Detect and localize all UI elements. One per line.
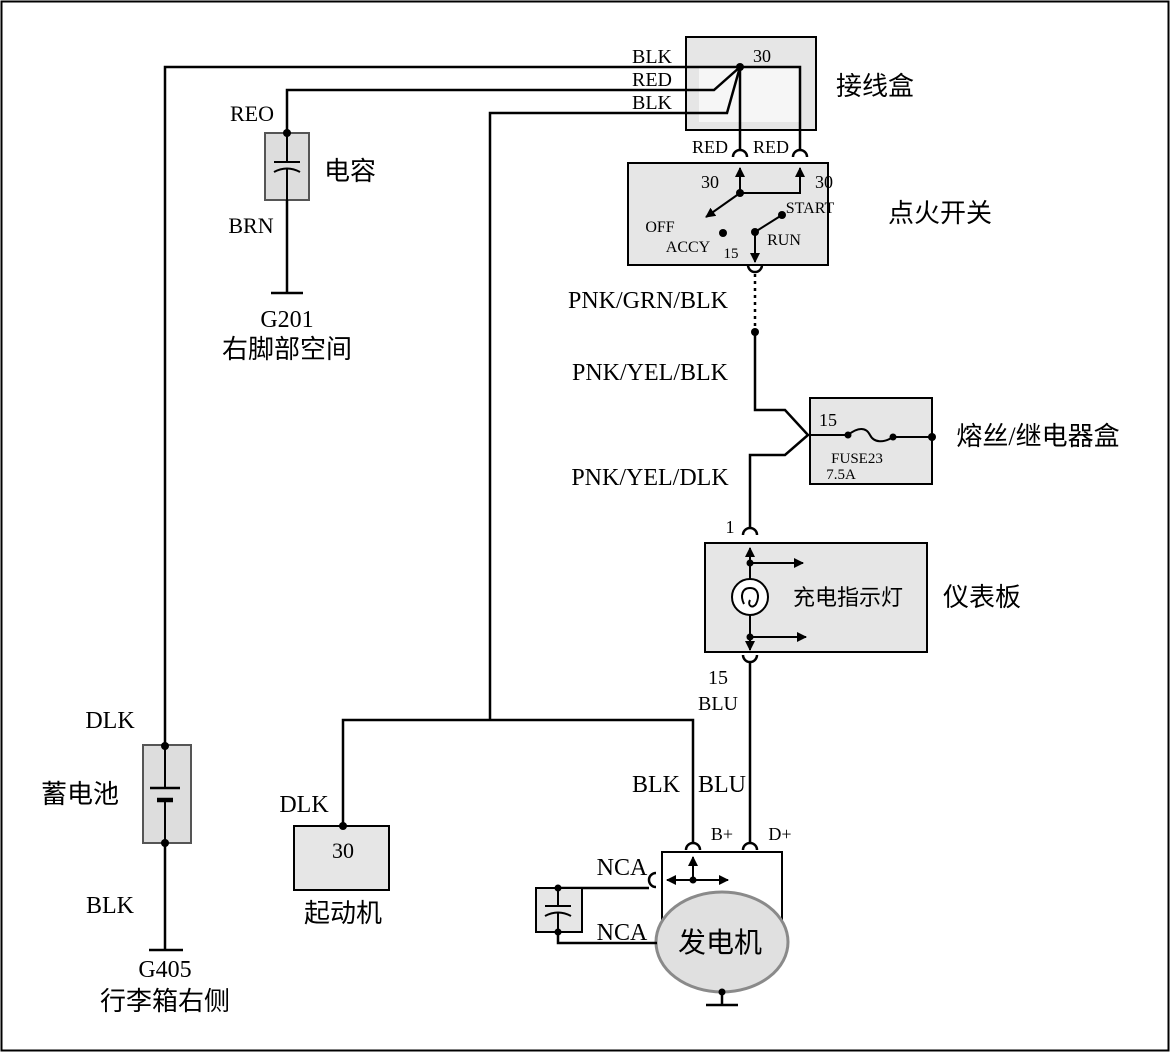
starter-wire-label: DLK — [279, 792, 329, 818]
gen-nca-2-label: NCA — [597, 920, 648, 946]
wire-ign-out-1-label: PNK/GRN/BLK — [568, 288, 729, 314]
ign-pin-out-label: 15 — [724, 246, 739, 262]
battery-outline — [142, 744, 192, 844]
nca-capacitor — [535, 884, 583, 936]
ground-g405-location: 行李箱右侧 — [100, 987, 230, 1016]
battery-node-top — [161, 742, 169, 750]
fuse-pin-label: 15 — [819, 410, 837, 430]
connector-ign-right — [791, 148, 809, 158]
instrument-panel — [704, 542, 928, 653]
junction-in-wire-1-label: BLK — [632, 46, 673, 68]
capacitor — [264, 129, 310, 201]
fuse-icon — [847, 428, 894, 443]
connector-b-plus — [684, 841, 702, 851]
battery-wire-top-label: DLK — [85, 708, 135, 734]
junction-out-wire-1-label: RED — [692, 137, 728, 157]
capacitor-wire-bottom-label: BRN — [228, 213, 273, 238]
starter-pin-label: 30 — [332, 838, 354, 863]
nca-cap-node-top — [554, 884, 562, 892]
gen-pin-d-label: D+ — [768, 824, 791, 844]
generator-name: 发电机 — [678, 927, 762, 959]
wire-gen-b-plus-label: BLK — [632, 772, 681, 798]
lamp-filament-icon — [741, 586, 759, 608]
ign-pin-left-label: 30 — [701, 172, 719, 192]
starter-outline — [293, 825, 390, 891]
wire-gen-d-plus-label: BLU — [698, 772, 746, 798]
ign-pin-right-label: 30 — [815, 172, 833, 192]
capacitor-name: 电容 — [324, 157, 376, 186]
ignition-switch-outline — [627, 162, 829, 266]
charge-lamp-icon — [731, 578, 769, 616]
nca-cap-node-bottom — [554, 928, 562, 936]
fuse-box-name: 熔丝/继电器盒 — [956, 422, 1119, 451]
fuse-id-label: FUSE23 — [831, 451, 883, 467]
battery — [142, 742, 192, 847]
starter-name: 起动机 — [304, 899, 382, 928]
ign-run-start-link — [754, 214, 783, 233]
panel-wire-out-label: BLU — [698, 693, 739, 715]
ign-start-label: START — [786, 200, 835, 217]
connector-d-plus — [741, 841, 759, 851]
ign-switch-arm — [705, 192, 741, 218]
starter — [293, 822, 390, 891]
wire-battery-to-junction — [163, 65, 802, 746]
junction-node — [736, 63, 744, 71]
wire-nca-bottom — [556, 932, 657, 945]
junction-box-name: 接线盒 — [836, 72, 914, 101]
battery-wire-bottom-label: BLK — [86, 893, 135, 919]
starter-node — [339, 822, 347, 830]
generator — [647, 841, 790, 1007]
ground-g405-id: G405 — [138, 957, 191, 983]
junction-box — [685, 36, 817, 131]
instrument-panel-name: 仪表板 — [943, 583, 1021, 612]
ignition-switch-name: 点火开关 — [888, 199, 992, 228]
gen-nca-1-label: NCA — [597, 855, 648, 881]
connector-panel-in — [741, 526, 759, 536]
panel-pin-out-label: 15 — [708, 667, 728, 689]
wire-junction-to-starter — [488, 66, 742, 720]
junction-in-wire-3-label: BLK — [632, 92, 673, 114]
capacitor-node — [283, 129, 291, 137]
junction-out-wire-2-label: RED — [753, 137, 789, 157]
ign-run-label: RUN — [767, 232, 801, 249]
ground-g201-id: G201 — [260, 307, 313, 333]
fuse-rating-label: 7.5A — [826, 467, 856, 483]
wire-starter-and-bplus — [341, 718, 695, 843]
ign-accy-contact — [719, 229, 727, 237]
ign-start-contact — [778, 211, 786, 219]
wire-capacitor-to-junction — [285, 66, 741, 133]
ign-off-label: OFF — [645, 219, 674, 236]
charge-lamp-label: 充电指示灯 — [793, 585, 903, 610]
fuse-relay-box — [808, 397, 936, 485]
fuse-box-outline — [809, 397, 933, 485]
gen-pin-b-label: B+ — [711, 824, 733, 844]
connector-ign-out — [746, 264, 764, 274]
ignition-switch — [627, 162, 829, 266]
wire-ign-out-2-label: PNK/YEL/BLK — [572, 360, 729, 386]
junction-in-wire-2-label: RED — [632, 69, 672, 91]
connector-nca-top — [647, 871, 657, 889]
fuse-box-terminal — [928, 433, 936, 441]
capacitor-wire-top-label: REO — [230, 101, 274, 126]
battery-name: 蓄电池 — [41, 780, 119, 809]
ign-accy-label: ACCY — [666, 239, 711, 256]
panel-pin-in-label: 1 — [726, 517, 735, 537]
ground-g201-location: 右脚部空间 — [222, 335, 352, 364]
connector-ign-left — [731, 148, 749, 158]
junction-pin-label: 30 — [753, 46, 771, 66]
ign-pin-right-arrow — [740, 167, 805, 194]
wire-fuse-out-label: PNK/YEL/DLK — [571, 465, 729, 491]
